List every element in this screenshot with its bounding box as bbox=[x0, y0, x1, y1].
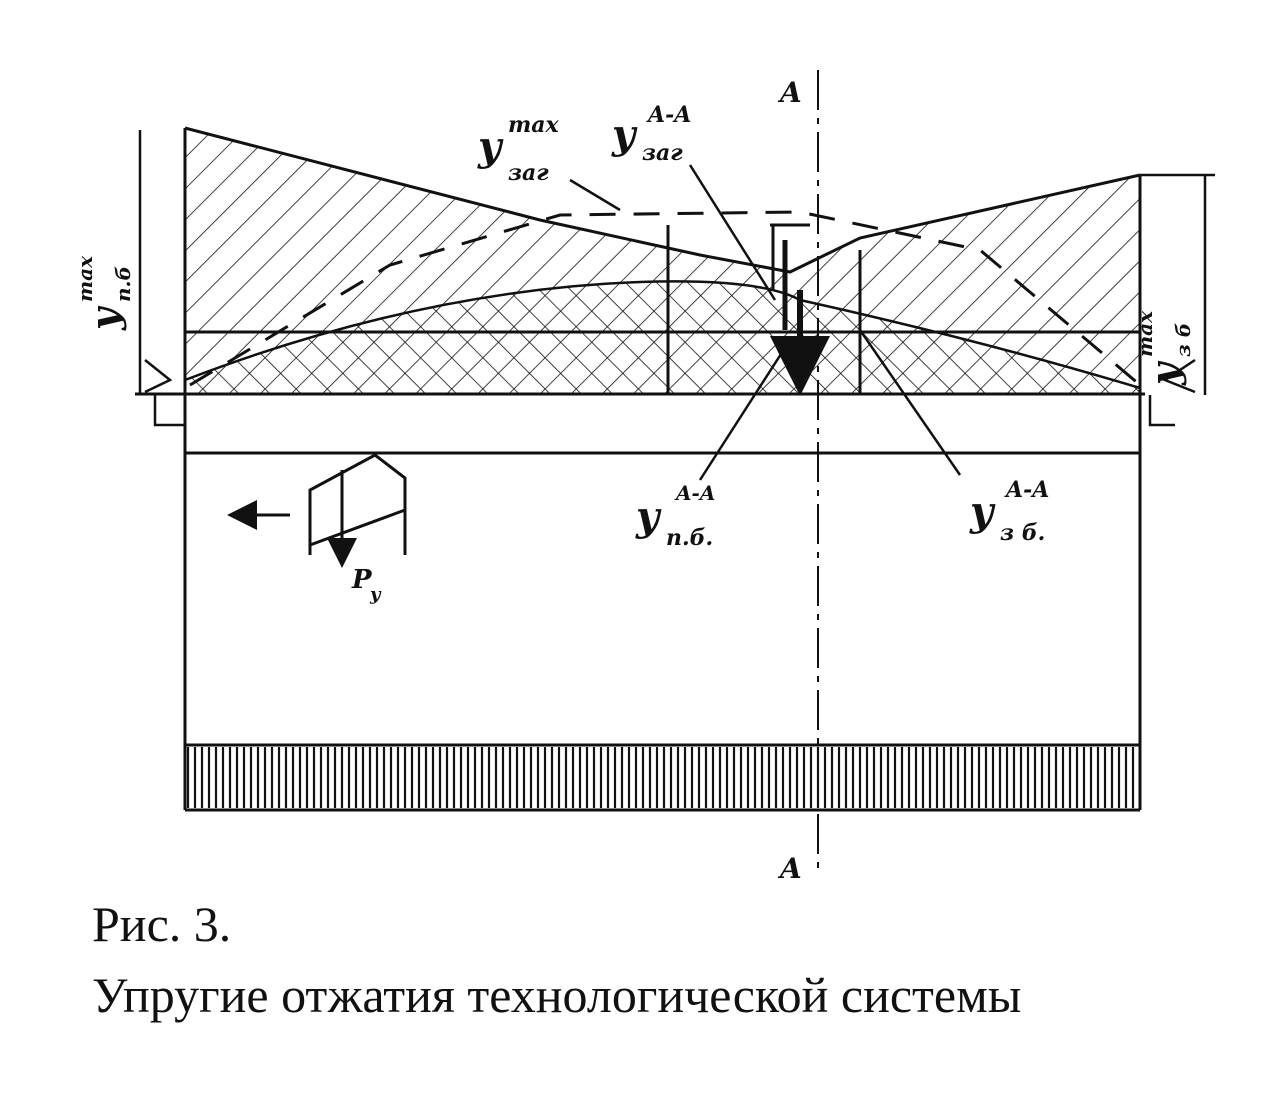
tool-deflection-zone bbox=[184, 280, 1141, 393]
section-mark-bottom: A bbox=[777, 852, 802, 880]
svg-text:y: y bbox=[477, 123, 504, 170]
svg-text:y: y bbox=[969, 488, 996, 535]
svg-text:max: max bbox=[508, 112, 560, 138]
workpiece-body bbox=[183, 128, 1142, 812]
svg-text:max: max bbox=[73, 255, 97, 302]
svg-text:A-A: A-A bbox=[1004, 477, 1049, 503]
label-y-pb-max: y max п.б bbox=[73, 255, 135, 331]
svg-text:A-A: A-A bbox=[674, 481, 715, 505]
technological-system-diagram: A A y max заг y A-A заг y max п.б y max … bbox=[73, 70, 1215, 880]
svg-text:y: y bbox=[635, 493, 662, 540]
svg-text:заг: заг bbox=[508, 160, 549, 186]
section-mark-top: A bbox=[777, 76, 802, 109]
figure-title: Упругие отжатия технологической системы bbox=[92, 967, 1022, 1023]
label-y-zb-max: y max з б bbox=[1133, 310, 1195, 386]
svg-text:п.б.: п.б. bbox=[666, 525, 713, 551]
label-force-py: P y bbox=[351, 565, 382, 605]
figure-number: Рис. 3. bbox=[92, 896, 232, 952]
svg-text:y: y bbox=[82, 305, 127, 331]
svg-text:з б.: з б. bbox=[1000, 520, 1045, 546]
svg-text:заг: заг bbox=[642, 140, 683, 166]
label-y-zb-aa: y A-A з б. bbox=[969, 477, 1049, 546]
label-y-zag-aa: y A-A заг bbox=[611, 102, 691, 166]
svg-text:A-A: A-A bbox=[646, 102, 691, 128]
right-support bbox=[1140, 173, 1215, 427]
label-y-zag-max: y max заг bbox=[477, 112, 560, 186]
svg-text:п.б: п.б bbox=[111, 266, 135, 302]
leader-lines bbox=[569, 164, 962, 481]
svg-text:y: y bbox=[369, 584, 382, 605]
svg-text:y: y bbox=[611, 111, 638, 158]
svg-text:з б: з б bbox=[1171, 323, 1195, 357]
machine-table-strip bbox=[186, 747, 1135, 808]
label-y-pb-aa: y A-A п.б. bbox=[635, 481, 715, 551]
cutting-tool bbox=[227, 453, 407, 568]
svg-text:y: y bbox=[1142, 360, 1187, 386]
max-deflection-dashed-line bbox=[189, 210, 1141, 387]
section-detail-box bbox=[666, 223, 862, 396]
left-support bbox=[138, 130, 185, 427]
svg-text:P: P bbox=[351, 565, 373, 595]
svg-text:max: max bbox=[1133, 310, 1157, 357]
